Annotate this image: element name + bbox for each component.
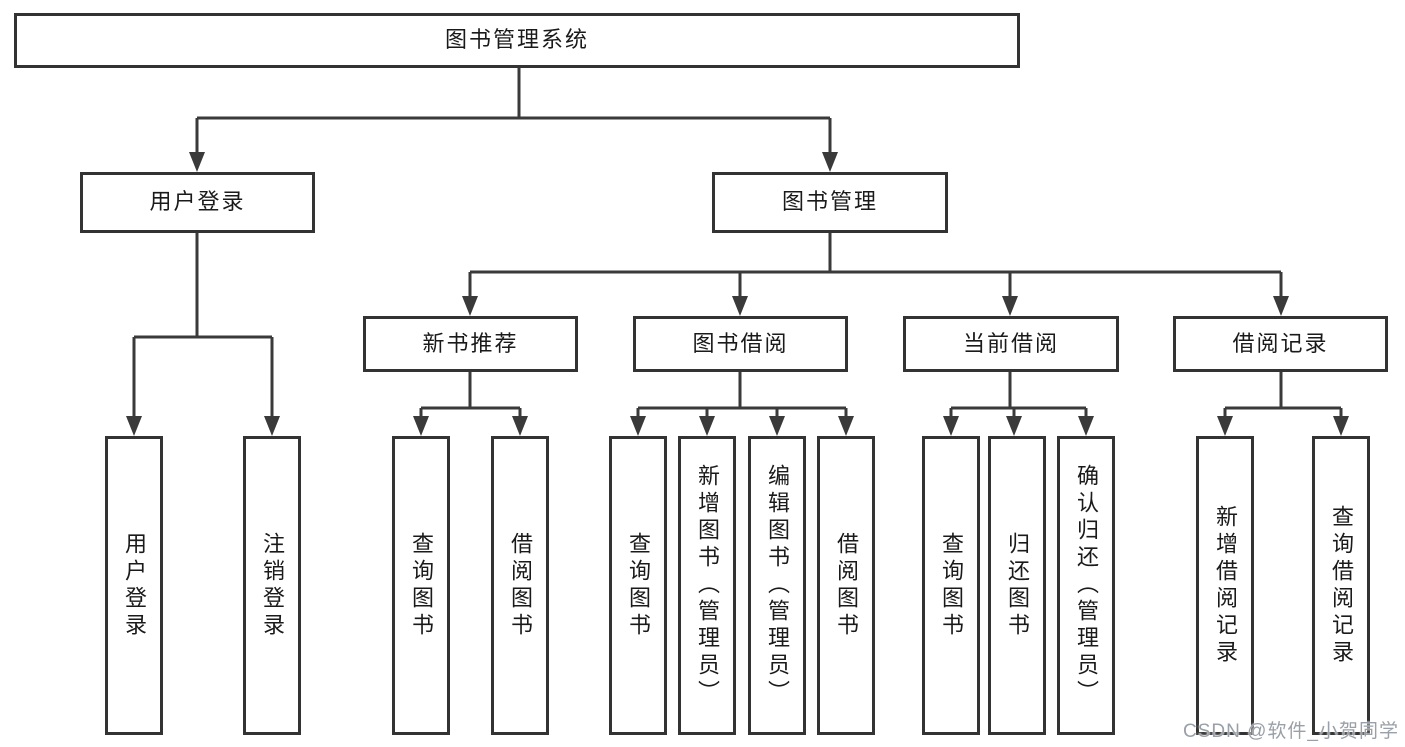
node-book-management-label: 图书管理 <box>781 189 878 215</box>
leaf-query-books: 查询图书 <box>392 436 450 735</box>
node-borrow-records: 借阅记录 <box>1173 316 1388 372</box>
leaf-query-books-3: 查询图书 <box>922 436 980 735</box>
node-book-management: 图书管理 <box>712 172 948 233</box>
leaf-query-books-3-label: 查询图书 <box>939 531 964 640</box>
node-user-login-label: 用户登录 <box>149 189 246 215</box>
arrow-down-icon <box>1273 296 1289 316</box>
node-book-borrow-label: 图书借阅 <box>692 330 789 356</box>
arrow-down-icon <box>1006 416 1022 436</box>
arrow-down-icon <box>462 296 478 316</box>
leaf-return-book: 归还图书 <box>988 436 1046 735</box>
leaf-edit-book-admin-label: 编辑图书（管理员） <box>765 464 790 707</box>
arrow-down-icon <box>732 296 748 316</box>
arrow-down-icon <box>1333 416 1349 436</box>
node-current-borrow: 当前借阅 <box>903 316 1119 372</box>
node-new-book-recommend: 新书推荐 <box>363 316 578 372</box>
leaf-query-books-2-label: 查询图书 <box>626 531 651 640</box>
node-borrow-records-label: 借阅记录 <box>1232 330 1329 356</box>
leaf-borrow-books-label: 借阅图书 <box>508 531 533 640</box>
arrow-down-icon <box>943 416 959 436</box>
leaf-confirm-return-admin-label: 确认归还（管理员） <box>1074 464 1099 707</box>
leaf-borrow-books: 借阅图书 <box>491 436 549 735</box>
arrow-down-icon <box>838 416 854 436</box>
leaf-return-book-label: 归还图书 <box>1005 531 1030 640</box>
node-root-label: 图书管理系统 <box>444 27 589 53</box>
leaf-confirm-return-admin: 确认归还（管理员） <box>1057 436 1115 735</box>
leaf-user-login-label: 用户登录 <box>122 531 147 640</box>
csdn-watermark: CSDN @软件_小贺同学 <box>1183 721 1399 742</box>
arrow-down-icon <box>264 416 280 436</box>
arrow-down-icon <box>1217 416 1233 436</box>
leaf-add-book-admin-label: 新增图书（管理员） <box>695 464 720 707</box>
leaf-logout-label: 注销登录 <box>260 531 285 640</box>
node-root: 图书管理系统 <box>14 13 1020 68</box>
leaf-query-borrow-record-label: 查询借阅记录 <box>1329 504 1354 667</box>
arrow-down-icon <box>126 416 142 436</box>
arrow-down-icon <box>189 152 205 172</box>
arrow-down-icon <box>769 416 785 436</box>
arrow-down-icon <box>630 416 646 436</box>
leaf-query-books-label: 查询图书 <box>409 531 434 640</box>
leaf-borrow-books-2: 借阅图书 <box>817 436 875 735</box>
leaf-user-login: 用户登录 <box>105 436 163 735</box>
leaf-logout: 注销登录 <box>243 436 301 735</box>
node-current-borrow-label: 当前借阅 <box>962 330 1059 356</box>
leaf-add-book-admin: 新增图书（管理员） <box>678 436 736 735</box>
leaf-query-borrow-record: 查询借阅记录 <box>1312 436 1370 735</box>
node-user-login: 用户登录 <box>80 172 315 233</box>
node-new-book-recommend-label: 新书推荐 <box>422 330 519 356</box>
node-book-borrow: 图书借阅 <box>633 316 848 372</box>
leaf-add-borrow-record: 新增借阅记录 <box>1196 436 1254 735</box>
arrow-down-icon <box>1078 416 1094 436</box>
arrow-down-icon <box>413 416 429 436</box>
arrow-down-icon <box>822 152 838 172</box>
leaf-edit-book-admin: 编辑图书（管理员） <box>748 436 806 735</box>
arrow-down-icon <box>512 416 528 436</box>
arrow-down-icon <box>1002 296 1018 316</box>
leaf-query-books-2: 查询图书 <box>609 436 667 735</box>
arrow-down-icon <box>699 416 715 436</box>
leaf-add-borrow-record-label: 新增借阅记录 <box>1213 504 1238 667</box>
leaf-borrow-books-2-label: 借阅图书 <box>834 531 859 640</box>
